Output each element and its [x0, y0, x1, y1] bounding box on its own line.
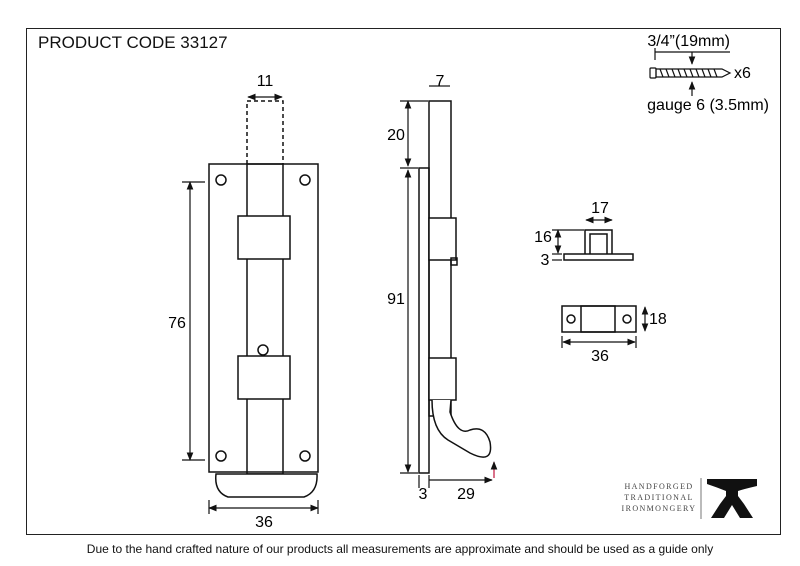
lower-staple [237, 355, 291, 400]
dim-side-thickness: 7 [436, 73, 445, 90]
side-view [418, 100, 492, 474]
dim-keep-width: 17 [591, 200, 609, 217]
screw-quantity: x6 [734, 65, 751, 82]
dim-handle-projection: 29 [457, 486, 475, 503]
side-upper-staple [428, 217, 457, 261]
screw-hole [299, 174, 311, 186]
side-plate [418, 167, 430, 474]
logo-line-2: TRADITIONAL [624, 493, 694, 502]
side-lower-staple [428, 357, 457, 401]
bolt-knob [257, 344, 269, 356]
disclaimer: Due to the hand crafted nature of our pr… [86, 542, 714, 556]
keep-top-view [561, 305, 637, 333]
drawing-frame [26, 28, 781, 535]
screw-hole [299, 450, 311, 462]
bolt-rod [246, 163, 284, 475]
keep-side-view [563, 229, 634, 261]
dim-keep-top-width: 36 [591, 348, 609, 365]
front-view [208, 100, 319, 498]
dim-bolt-extension: 11 [257, 73, 274, 90]
dim-side-extension: 20 [387, 127, 405, 144]
dim-keep-height: 16 [534, 229, 552, 246]
dim-side-length: 91 [387, 291, 405, 308]
bolt-extension-outline [246, 100, 284, 164]
dim-plate-height: 76 [168, 315, 186, 332]
logo-line-3: IRONMONGERY [622, 504, 697, 513]
screw-hole [215, 174, 227, 186]
side-handle [431, 399, 492, 458]
dim-keep-top-height: 18 [649, 311, 667, 328]
dim-plate-width: 36 [255, 514, 273, 531]
screw-length: 3/4”(19mm) [647, 33, 730, 50]
anvil-icon [707, 479, 757, 518]
dim-keep-base: 3 [541, 252, 550, 269]
brand-logo: HANDFORGED TRADITIONAL IRONMONGERY [622, 478, 757, 519]
bolt-handle [215, 473, 318, 498]
product-code: PRODUCT CODE 33127 [38, 33, 228, 52]
screw-icon [649, 48, 732, 96]
screw-gauge: gauge 6 (3.5mm) [647, 97, 769, 114]
dim-plate-thickness: 3 [419, 486, 428, 503]
logo-line-1: HANDFORGED [624, 482, 693, 491]
upper-staple [237, 215, 291, 260]
side-knob [450, 257, 458, 266]
back-plate [208, 163, 319, 473]
screw-hole [215, 450, 227, 462]
